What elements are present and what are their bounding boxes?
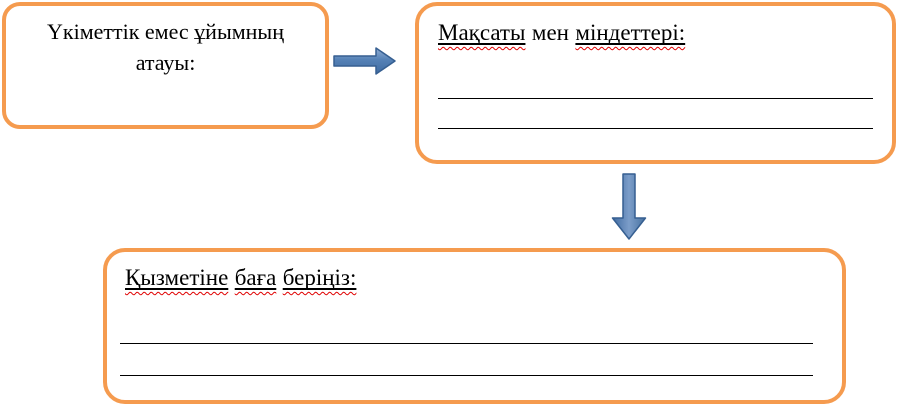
evaluation-blank-line-1 (120, 343, 813, 344)
goals-word-2: мен (531, 20, 569, 45)
evaluation-word-2: баға (234, 265, 277, 290)
arrow-right-icon (333, 47, 396, 75)
arrow-down-icon (611, 173, 647, 240)
goals-blank-line-1 (438, 98, 873, 99)
goals-word-3: міндеттері: (575, 20, 686, 45)
ngo-name-line-1: Үкіметтік емес ұйымның (47, 19, 284, 44)
goals-blank-line-2 (438, 128, 873, 129)
evaluation-blank-line-2 (120, 375, 813, 376)
evaluation-word-1: Қызметіне (125, 265, 229, 290)
ngo-name-box: Үкіметтік емес ұйымның атауы: (2, 2, 329, 129)
ngo-name-line-2: атауы: (135, 50, 196, 75)
evaluation-word-3: беріңіз: (282, 265, 357, 290)
goals-word-1: Мақсаты (438, 20, 526, 45)
ngo-name-label: Үкіметтік емес ұйымның атауы: (6, 6, 325, 78)
